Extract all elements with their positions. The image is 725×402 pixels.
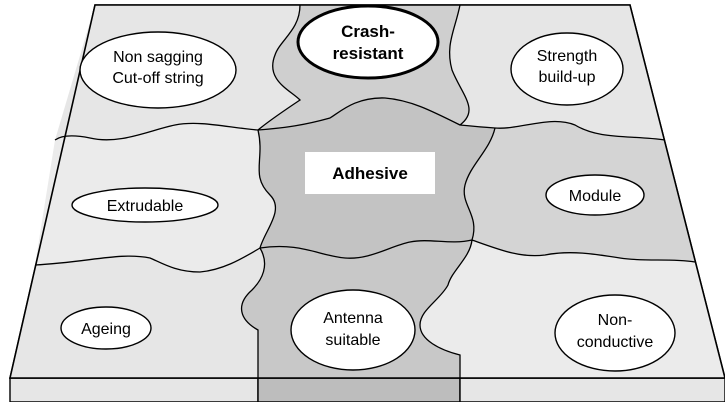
board-edge-middle — [257, 377, 461, 402]
bubble-non-sagging-line-1: Non sagging — [113, 49, 203, 66]
bubble-strength-line-1: Strength — [537, 48, 597, 65]
board-edge-right — [459, 377, 725, 402]
bubble-crash-resistant-line-1: Crash- — [341, 22, 395, 41]
bubble-ageing-text: Ageing — [81, 321, 131, 338]
bubble-antenna-suitable: Antenna suitable — [290, 289, 416, 371]
center-label-text: Adhesive — [332, 164, 408, 183]
bubble-non-conductive-line-2: conductive — [577, 334, 654, 351]
bubble-module-text: Module — [569, 188, 622, 205]
bubble-module: Module — [545, 174, 645, 216]
bubble-strength-line-2: build-up — [539, 69, 596, 86]
cut-line-top-a — [257, 4, 302, 131]
cut-line-upper-horizontal — [54, 97, 666, 141]
cut-line-bottom-a — [241, 247, 266, 378]
bubble-crash-resistant-line-2: resistant — [333, 44, 404, 63]
board-edge-left — [9, 377, 259, 402]
cut-line-top-b — [448, 4, 470, 126]
center-label-box — [305, 152, 435, 194]
board-outline — [8, 4, 725, 379]
cut-line-middle-b — [463, 127, 496, 241]
cut-line-middle-a — [257, 129, 277, 249]
bubble-non-conductive: Non- conductive — [554, 294, 676, 372]
bubble-antenna-line-2: suitable — [325, 332, 380, 349]
cut-line-bottom-b — [419, 239, 473, 378]
bubble-non-conductive-line-1: Non- — [598, 312, 633, 329]
bubble-antenna-line-1: Antenna — [323, 310, 383, 327]
bubble-ageing: Ageing — [60, 306, 152, 350]
board-edge — [9, 377, 725, 402]
bubble-non-sagging: Non sagging Cut-off string — [79, 31, 237, 109]
bubble-extrudable-text: Extrudable — [107, 198, 184, 215]
center-label: Adhesive — [305, 152, 435, 194]
property-bubbles: Non sagging Cut-off string Crash- resist… — [60, 4, 676, 372]
bubble-non-sagging-line-2: Cut-off string — [112, 70, 203, 87]
bubble-strength-build-up: Strength build-up — [510, 32, 624, 106]
bubble-crash-resistant: Crash- resistant — [296, 4, 440, 80]
bubble-extrudable: Extrudable — [71, 187, 219, 223]
cut-line-lower-horizontal — [34, 239, 696, 273]
puzzle-cut-lines — [34, 4, 696, 378]
